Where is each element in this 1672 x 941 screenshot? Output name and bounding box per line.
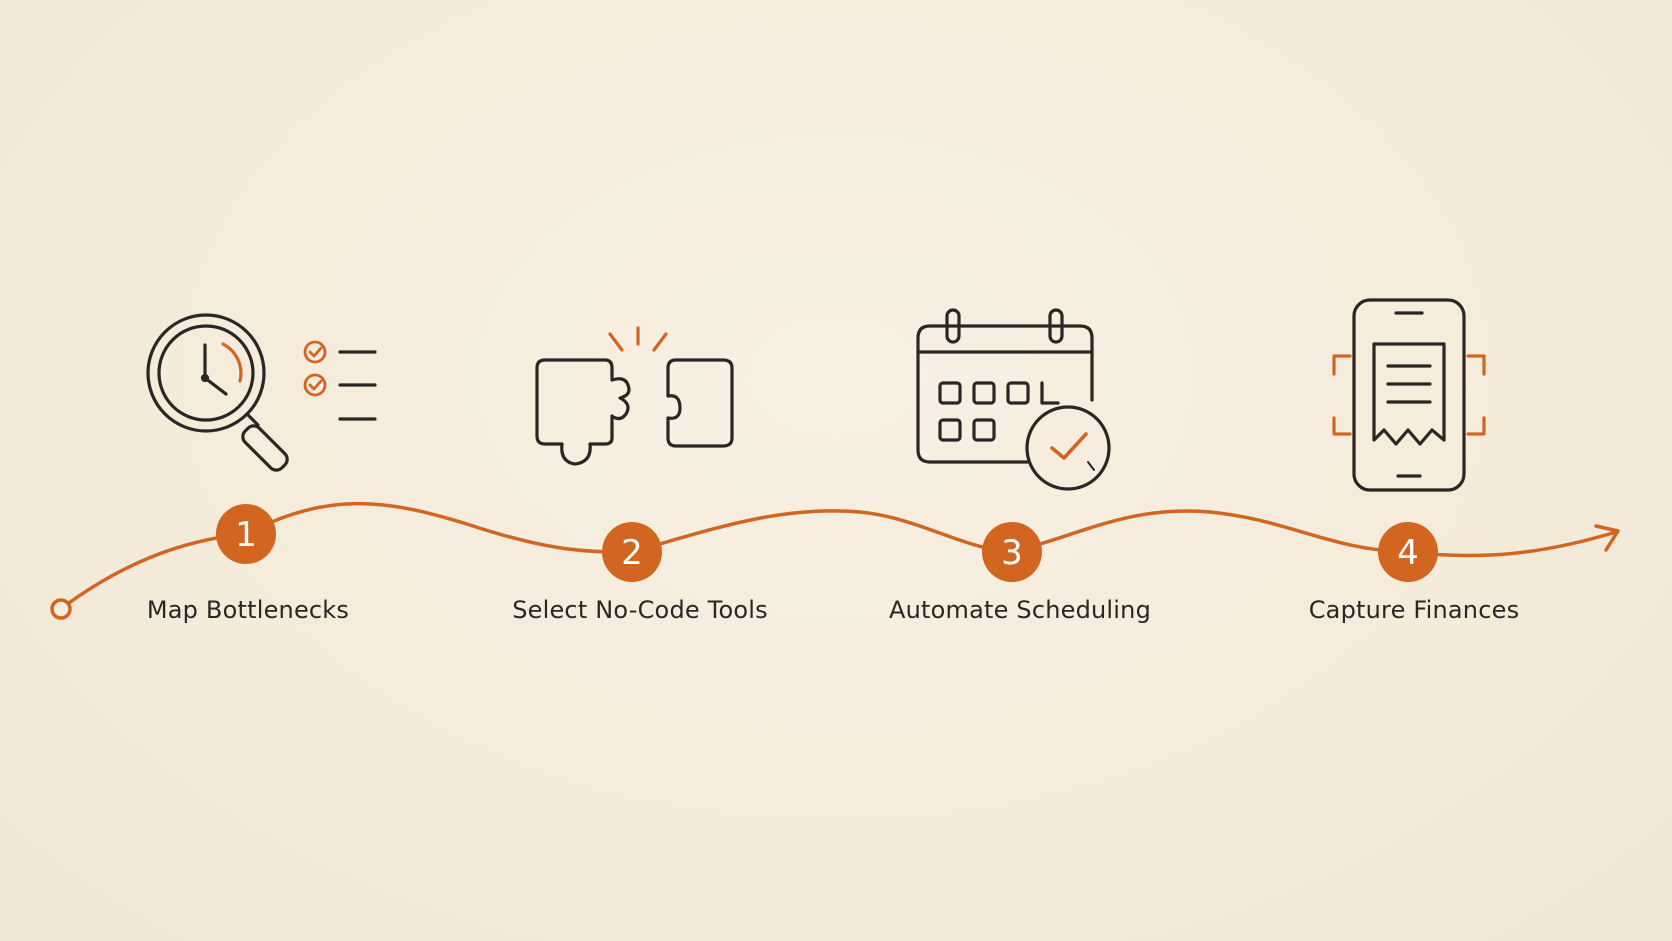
step-3-label: Automate Scheduling bbox=[888, 596, 1152, 624]
puzzle-pieces-icon bbox=[535, 326, 734, 466]
step-2-number: 2 bbox=[621, 533, 643, 573]
step-4-number-badge: 4 bbox=[1378, 522, 1438, 582]
calendar-check-icon bbox=[916, 308, 1111, 491]
timeline-start-dot bbox=[50, 598, 72, 620]
step-4-label: Capture Finances bbox=[1308, 596, 1520, 624]
step-4-number: 4 bbox=[1397, 533, 1419, 573]
step-3-number-badge: 3 bbox=[982, 522, 1042, 582]
timeline-path bbox=[60, 501, 1620, 610]
phone-receipt-scan-icon bbox=[1332, 298, 1486, 492]
magnifier-clock-checklist-icon bbox=[146, 313, 377, 472]
step-2-label: Select No-Code Tools bbox=[512, 596, 768, 624]
step-1-number: 1 bbox=[235, 515, 257, 555]
step-3-number: 3 bbox=[1001, 533, 1023, 573]
step-1-number-badge: 1 bbox=[216, 504, 276, 564]
step-2-number-badge: 2 bbox=[602, 522, 662, 582]
step-1-label: Map Bottlenecks bbox=[146, 596, 350, 624]
